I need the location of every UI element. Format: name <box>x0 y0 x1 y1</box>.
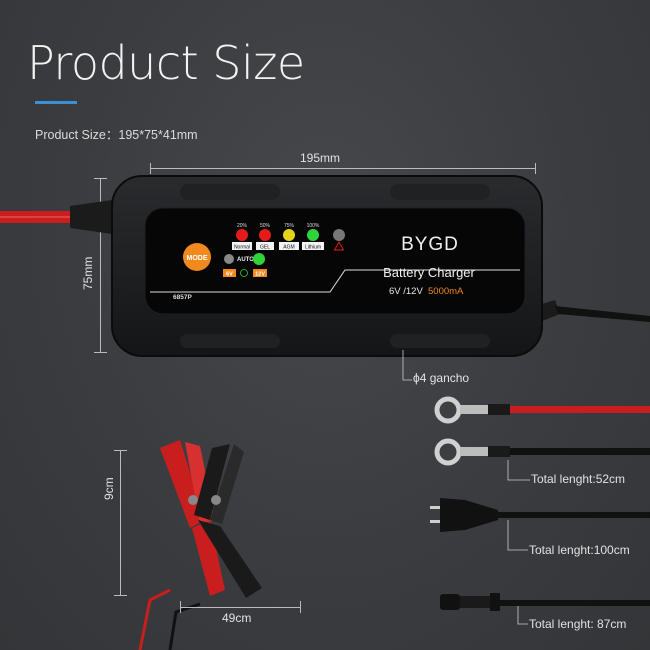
title-underline <box>35 101 77 104</box>
plug-length-leader <box>507 520 528 551</box>
mode-normal: Normal <box>234 245 250 251</box>
led-lithium <box>307 229 319 241</box>
ring-crimp-red <box>460 405 488 414</box>
led-fault <box>333 229 345 241</box>
mode-agm: AGM <box>283 245 294 251</box>
volt-tag-6v: 6V <box>226 272 233 278</box>
top-grip-left <box>180 184 280 200</box>
led-auto <box>224 254 234 264</box>
ring-hole-leader <box>402 350 412 381</box>
page-title: Product Size <box>27 36 305 90</box>
ring-terminal-red <box>434 396 462 424</box>
ring-sleeve-black <box>488 446 510 457</box>
percent-75: 75% <box>284 223 295 229</box>
led-normal <box>236 229 248 241</box>
ring-length-label: Total lenght:52cm <box>531 472 626 486</box>
ring-hole-label: ϕ4 gancho <box>413 371 470 385</box>
product-name: Battery Charger <box>383 265 475 280</box>
width-dimension-tick-right <box>535 163 536 174</box>
percent-50: 50% <box>260 223 271 229</box>
ring-length-leader <box>507 460 530 481</box>
mode-tag-lithium-bg <box>302 242 324 250</box>
sae-cable <box>500 600 650 606</box>
panel-accent-line <box>150 269 520 293</box>
black-clamp-cable <box>168 602 201 650</box>
volt-tag-6v-bg <box>223 269 236 277</box>
mode-tag-gel-bg <box>256 242 274 250</box>
warning-icon <box>333 240 345 251</box>
volt-tag-12v-bg <box>253 269 267 277</box>
ring-cable-black <box>510 448 650 455</box>
left-strain-relief <box>70 200 112 234</box>
sae-flange <box>490 593 500 611</box>
ac-cable <box>498 512 650 518</box>
plug-pin-bottom <box>430 520 440 523</box>
sae-connector <box>440 594 460 610</box>
brand-logo: BYGD <box>401 234 459 255</box>
led-agm <box>283 229 295 241</box>
percent-100: 100% <box>307 223 320 229</box>
ring-terminal-black <box>434 438 462 466</box>
clamp-height-line <box>120 450 121 595</box>
spec-label: Product Size： <box>35 128 119 142</box>
sae-body <box>460 596 490 608</box>
right-black-cable <box>555 306 650 322</box>
ring-cable-red <box>510 406 650 413</box>
mode-tag-normal-bg <box>232 242 252 250</box>
plus-icon <box>240 269 248 277</box>
clamp-height-label: 9cm <box>102 477 116 500</box>
left-cable-highlight <box>0 216 80 218</box>
plug-pin-top <box>430 506 440 509</box>
top-grip-right <box>390 184 490 200</box>
product-size-spec: Product Size：195*75*41mm <box>35 124 198 143</box>
red-clamp-cable <box>138 588 171 650</box>
clamp-width-line <box>180 607 300 608</box>
mode-tag-agm-bg <box>279 242 299 250</box>
current-rating: 5000mA <box>428 286 464 297</box>
bottom-grip-right <box>390 334 490 348</box>
led-12v <box>253 253 265 265</box>
width-dimension-label: 195mm <box>300 151 341 165</box>
sae-length-label: Total lenght: 87cm <box>529 617 627 631</box>
mode-gel: GEL <box>260 245 270 251</box>
led-gel <box>259 229 271 241</box>
bottom-grip-left <box>180 334 280 348</box>
auto-label: AUTO <box>237 257 254 263</box>
sae-length-leader <box>517 606 528 625</box>
clamp-width-tick-left <box>180 601 181 613</box>
model-number: 6857P <box>173 294 192 301</box>
voltage-rating: 6V /12V <box>389 286 423 297</box>
spec-value: 195*75*41mm <box>118 128 198 142</box>
mode-button[interactable] <box>183 243 211 271</box>
mode-lithium: Lithium <box>305 245 321 251</box>
clamp-width-tick-right <box>300 601 301 613</box>
height-dimension-tick-top <box>94 178 107 179</box>
ac-plug <box>440 498 498 532</box>
volt-tag-12v: 12V <box>255 272 265 278</box>
plug-length-label: Total lenght:100cm <box>529 543 630 557</box>
black-clamp <box>194 444 262 598</box>
height-dimension-tick-bottom <box>94 352 107 353</box>
clamp-height-tick-bottom <box>114 595 127 596</box>
ring-sleeve-red <box>488 404 510 415</box>
mode-button-label: MODE <box>187 255 208 262</box>
height-dimension-line <box>100 178 101 352</box>
ring-crimp-black <box>460 447 488 456</box>
percent-20: 20% <box>237 223 248 229</box>
clamp-height-tick-top <box>114 450 127 451</box>
width-dimension-tick-left <box>150 163 151 174</box>
clamp-width-label: 49cm <box>222 611 252 625</box>
width-dimension-line <box>150 168 535 169</box>
